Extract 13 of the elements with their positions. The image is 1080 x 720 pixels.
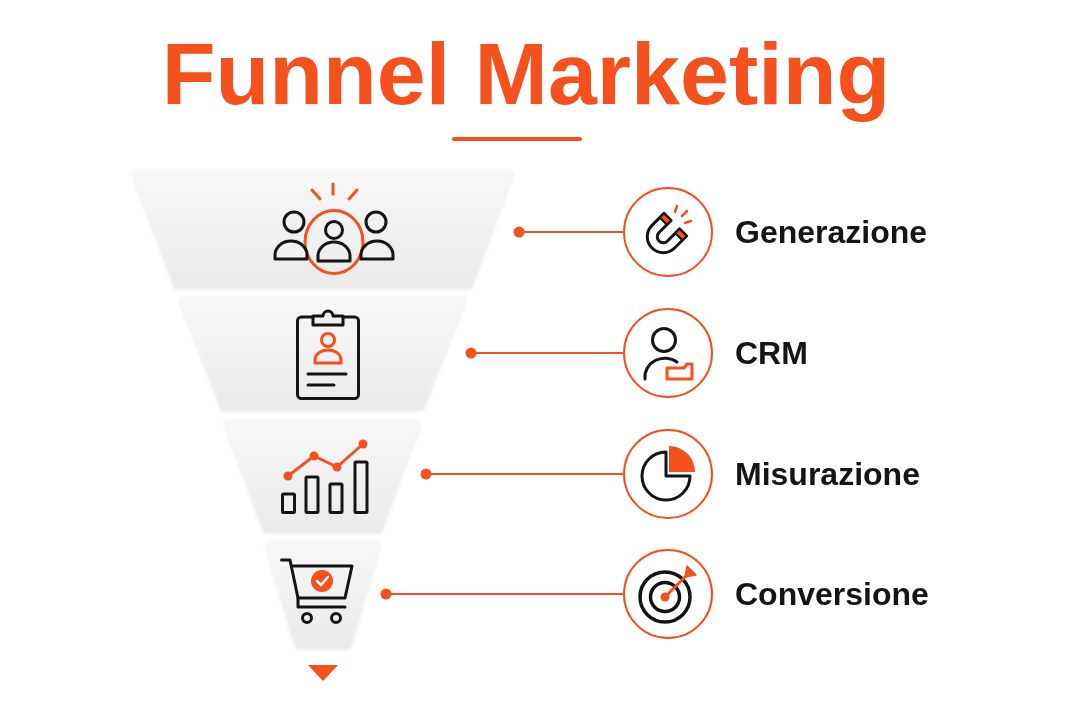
connector-line (380, 588, 624, 600)
funnel-segment (225, 420, 420, 532)
connector-line (420, 468, 624, 480)
title: Funnel Marketing (161, 25, 891, 122)
connector-line (465, 347, 624, 359)
funnel-segment (133, 170, 513, 288)
stage-label: Misurazione (735, 455, 920, 493)
funnel-segment (180, 297, 465, 410)
stage-label: Conversione (735, 575, 929, 613)
funnel-segment (266, 541, 380, 648)
stage-label: Generazione (735, 213, 928, 251)
connector-line (513, 226, 624, 238)
stage-label: CRM (735, 334, 808, 372)
